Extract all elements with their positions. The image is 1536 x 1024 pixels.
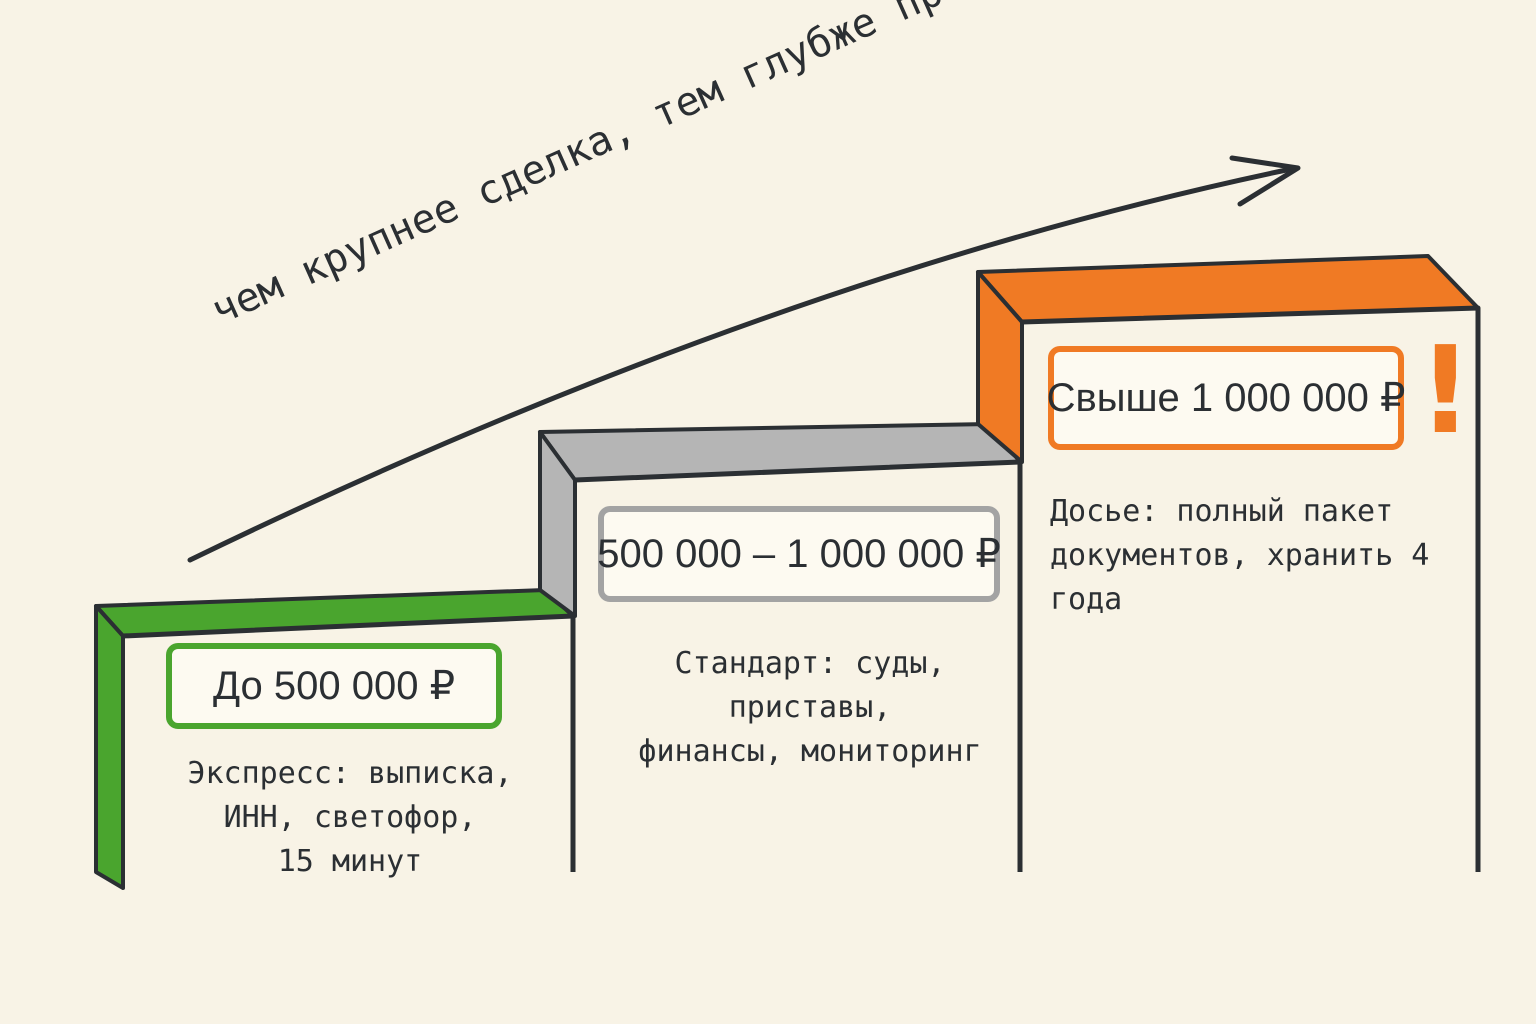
exclamation-icon: ! — [1418, 322, 1473, 461]
tier-dossier-range: Свыше 1 000 000 ₽ — [1047, 346, 1405, 450]
tier-dossier-description: Досье: полный пакет документов, хранить … — [1050, 494, 1430, 617]
tier-express-range: До 500 000 ₽ — [166, 643, 502, 729]
arrow-right-icon — [187, 155, 1301, 563]
step-standard-side — [538, 430, 577, 618]
step-express-side — [94, 604, 125, 890]
tier-standard-description: Стандарт: суды, приставы, финансы, монит… — [638, 646, 982, 769]
tier-express-description: Экспресс: выписка, ИНН, светофор, 15 мин… — [187, 756, 513, 879]
step-dossier-side — [976, 270, 1024, 464]
tier-standard-range: 500 000 – 1 000 000 ₽ — [597, 506, 1001, 602]
step-standard — [538, 422, 1023, 872]
step-dossier-front — [1021, 305, 1481, 872]
step-dossier — [976, 254, 1481, 872]
